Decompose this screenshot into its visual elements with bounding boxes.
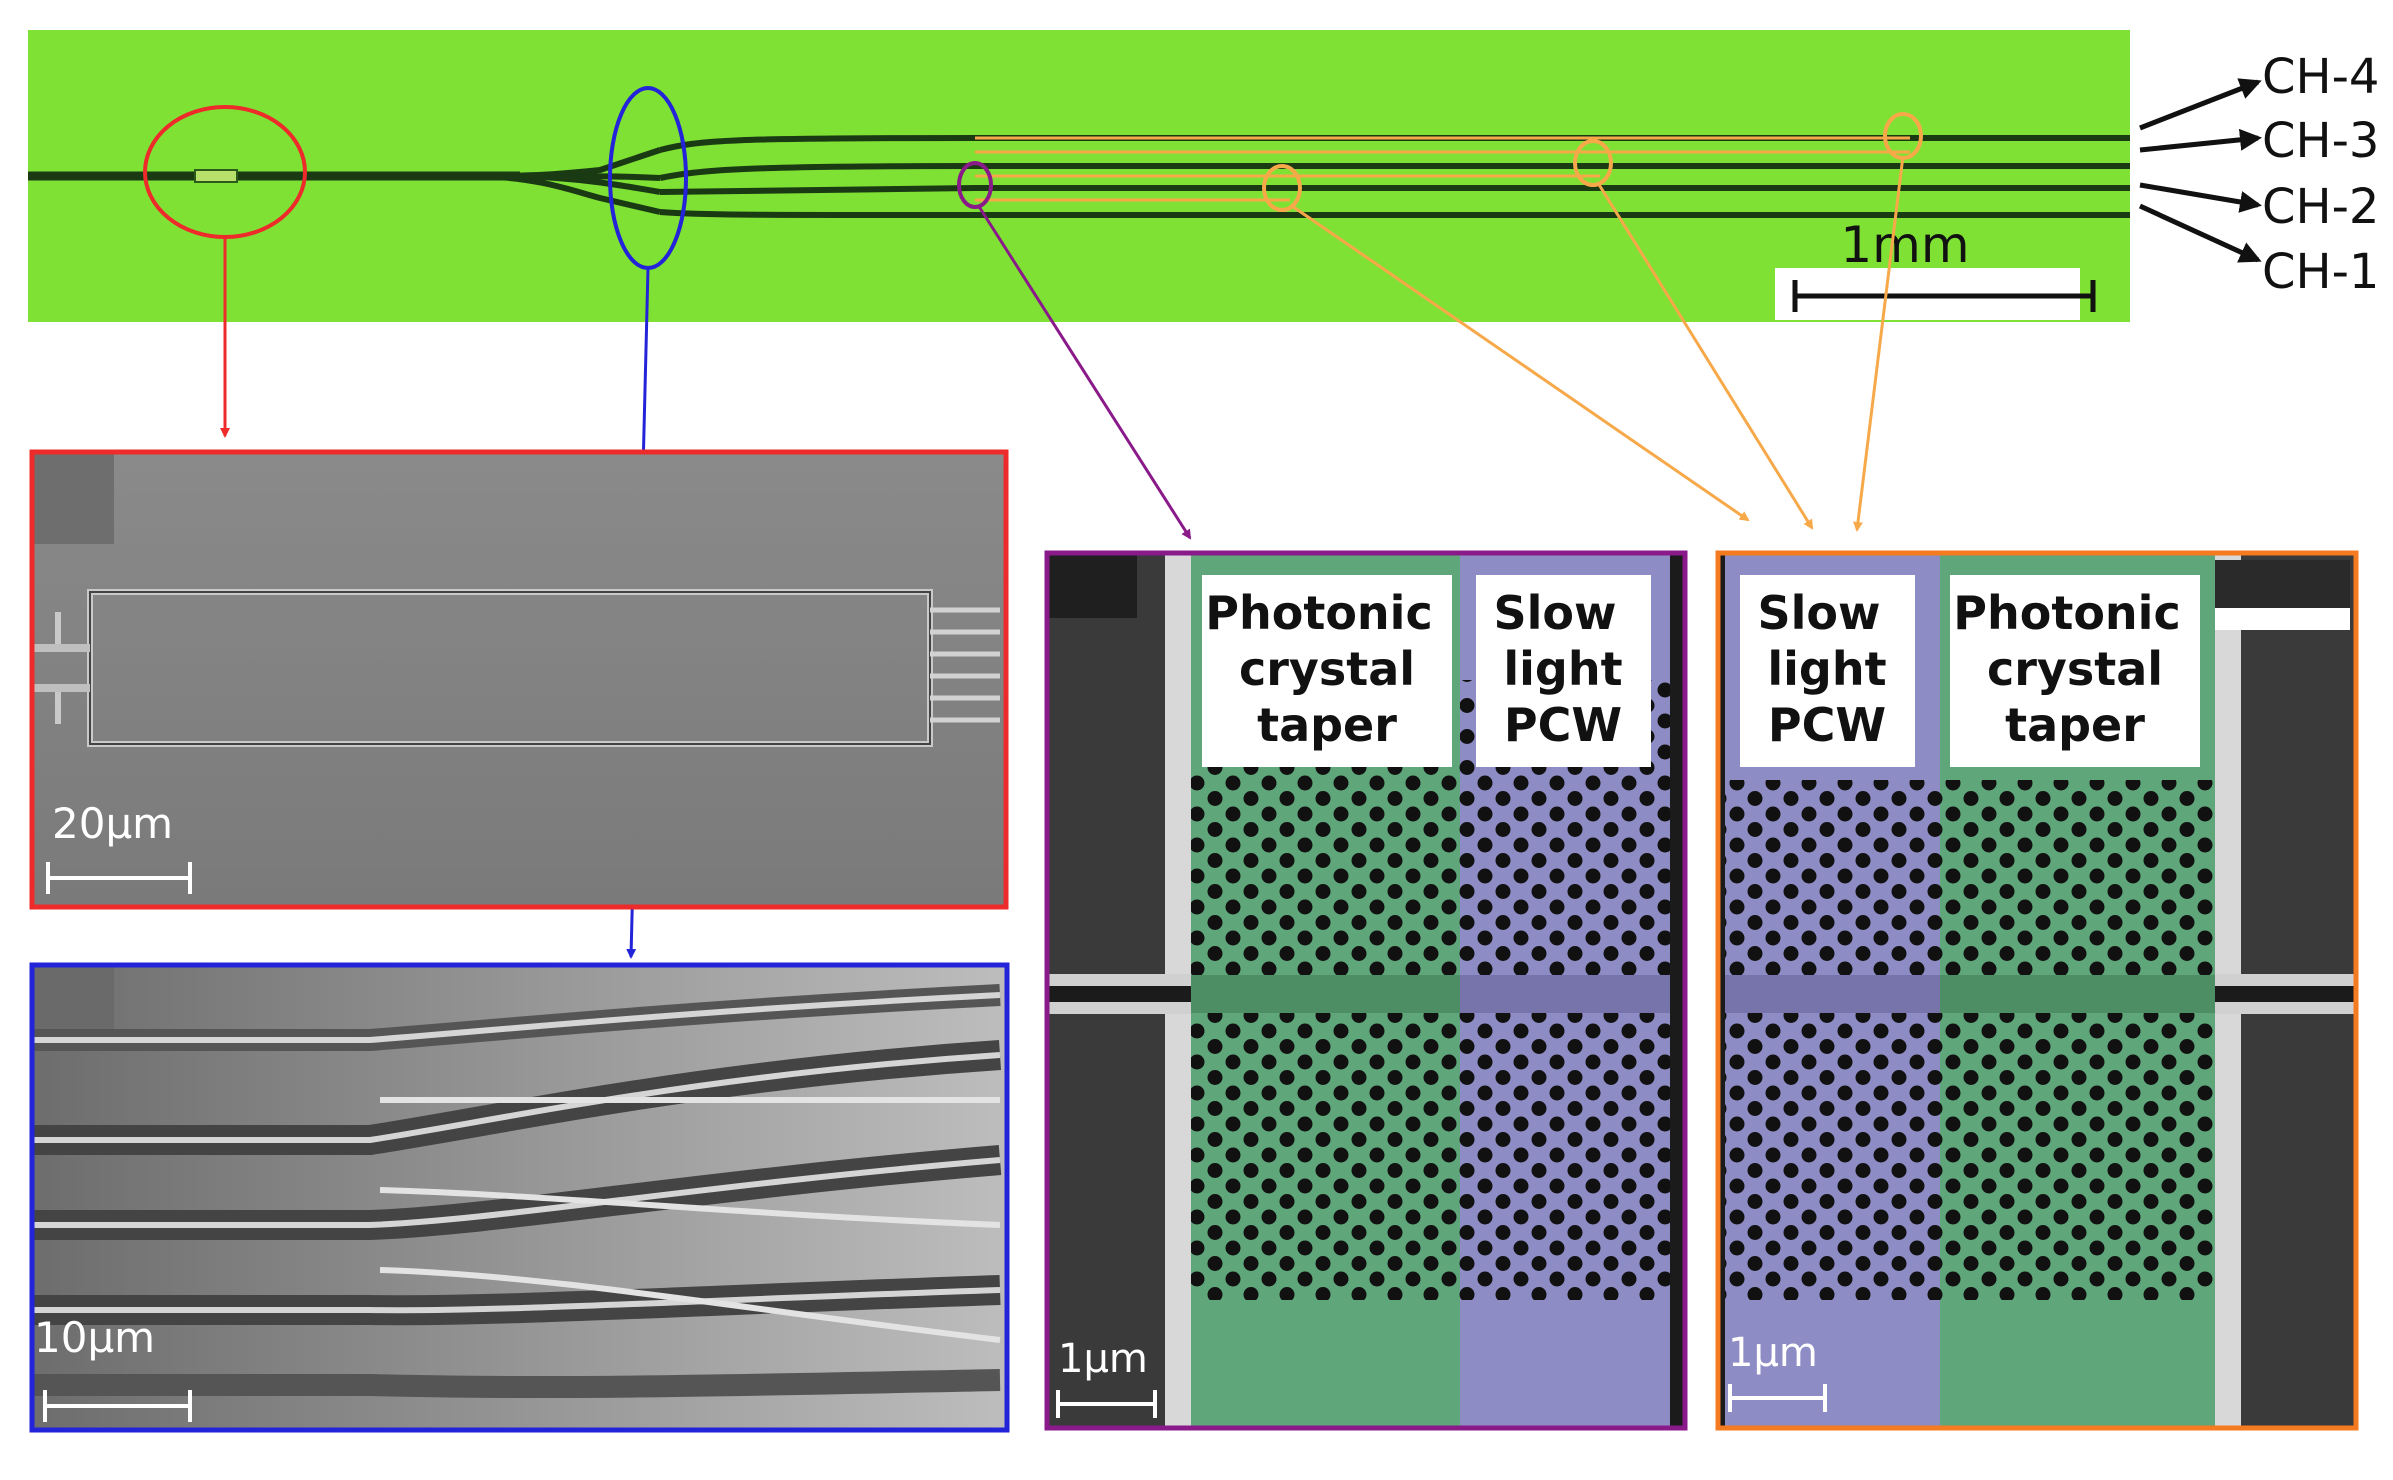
pc-left-panel-frame xyxy=(1044,550,1688,1431)
channel-label-ch1: CH-1 xyxy=(2262,244,2379,300)
channel-labels: CH-4 CH-3 CH-2 CH-1 xyxy=(2138,49,2379,300)
mmi-sem-panel: 20μm xyxy=(29,449,1009,910)
mmi-chip-marker xyxy=(194,169,238,183)
pc-right-arrow-1 xyxy=(1291,204,1750,522)
pc-right-panel-frame xyxy=(1715,550,2359,1431)
channel-label-ch3: CH-3 xyxy=(2262,113,2379,169)
chip-image: 1mm xyxy=(28,30,2130,322)
pc-right-arrow-3 xyxy=(1853,155,1905,532)
channel-label-ch4: CH-4 xyxy=(2262,49,2379,105)
pc-right-arrow-2 xyxy=(1596,182,1814,530)
pc-left-marker xyxy=(957,161,993,209)
pc-right-pcw-label-text: Slow xyxy=(1757,586,1880,640)
pc-left-pcw-label-text: Slow xyxy=(1493,586,1616,640)
chip-scale-label: 1mm xyxy=(1840,216,1969,274)
mmi-panel-frame xyxy=(29,449,1009,910)
mmi-scale-label: 20μm xyxy=(52,799,173,848)
pc-right-scale-label: 1μm xyxy=(1728,1330,1818,1376)
channel-label-ch2: CH-2 xyxy=(2262,179,2379,235)
splitter-fan xyxy=(479,147,661,215)
pc-left-arrow xyxy=(976,204,1192,540)
pc-left-scale-label: 1μm xyxy=(1058,1336,1148,1382)
pc-right-marker-2 xyxy=(1573,139,1613,187)
pc-right-marker-1 xyxy=(1262,164,1302,212)
splitter-sem-panel: 10μm xyxy=(29,962,1010,1433)
chip-scale-bar xyxy=(1792,280,2096,312)
splitter-panel-frame xyxy=(29,962,1010,1433)
splitter-scale-label: 10μm xyxy=(34,1313,155,1362)
pc-left-taper-label-text: Photonic xyxy=(1205,586,1432,640)
pc-right-taper-label-text: Photonic xyxy=(1953,586,2180,640)
